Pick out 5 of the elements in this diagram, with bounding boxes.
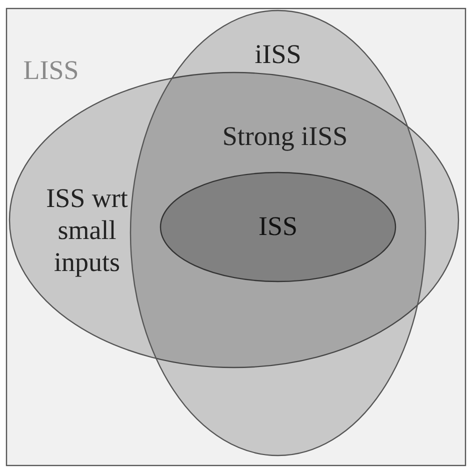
region-label: Strong iISS	[221, 120, 349, 152]
set-label: LISS	[22, 54, 80, 86]
set-label: ISS wrt small inputs	[45, 182, 129, 278]
set-label: iISS	[254, 38, 302, 70]
set-label: ISS	[257, 210, 299, 242]
